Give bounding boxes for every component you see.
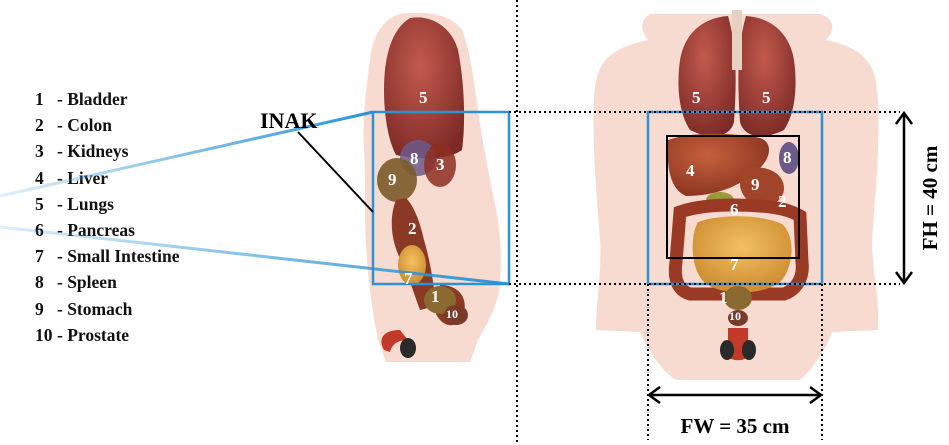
front-bladder <box>724 286 752 310</box>
fw-arrow <box>649 387 821 403</box>
front-label-prostate: 10 <box>729 309 741 323</box>
side-label-kidneys: 3 <box>436 155 445 174</box>
side-label-stomach: 9 <box>388 170 397 189</box>
side-label-lungs: 5 <box>419 88 428 107</box>
front-label-lung-right: 5 <box>762 88 771 107</box>
front-small-intestine <box>693 216 792 292</box>
side-label-spleen: 8 <box>410 149 419 168</box>
fw-label: FW = 35 cm <box>681 414 790 438</box>
front-label-pancreas: 6 <box>730 200 739 219</box>
side-label-small-intestine: 7 <box>404 269 413 288</box>
inak-pointer-line <box>298 132 373 212</box>
front-label-spleen: 8 <box>783 148 792 167</box>
side-label-bladder: 1 <box>431 287 440 306</box>
front-label-bladder: 1 <box>719 288 728 307</box>
inak-label: INAK <box>260 108 317 133</box>
front-label-colon: 2 <box>778 192 787 211</box>
fh-label: FH = 40 cm <box>918 145 942 250</box>
front-testis-right <box>742 340 756 360</box>
front-label-small-intestine: 7 <box>730 255 739 274</box>
front-label-stomach: 9 <box>751 175 760 194</box>
side-testis <box>400 338 416 358</box>
side-view-body <box>363 13 500 362</box>
front-testis-left <box>720 340 734 360</box>
front-trachea <box>732 10 742 70</box>
front-view-body <box>593 10 878 380</box>
fh-arrow <box>896 113 912 283</box>
side-label-prostate: 10 <box>446 307 458 321</box>
front-label-liver: 4 <box>686 161 695 180</box>
front-label-lung-left: 5 <box>692 88 701 107</box>
side-label-colon: 2 <box>408 219 417 238</box>
